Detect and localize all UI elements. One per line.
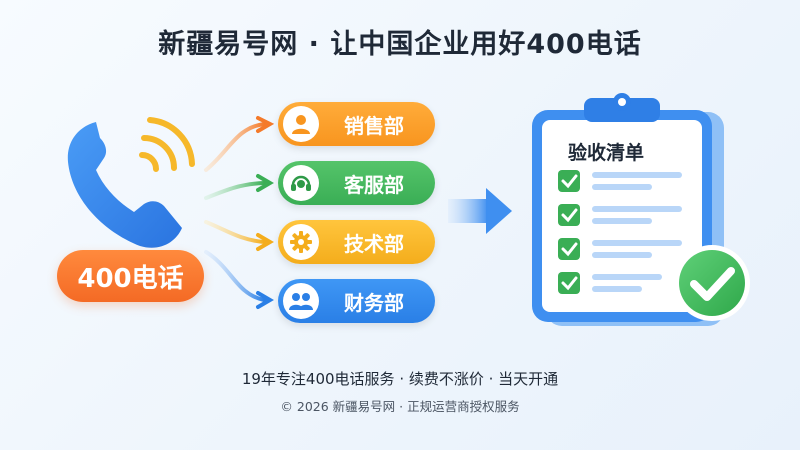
department-finance: 财务部: [278, 279, 435, 323]
checklist-rows: [558, 170, 682, 294]
department-label: 销售部: [344, 113, 404, 138]
checklist-title: 验收清单: [567, 142, 644, 164]
department-service: 客服部: [278, 161, 435, 205]
hotline-badge: 400电话: [57, 250, 204, 302]
approved-check-icon: [674, 245, 750, 321]
headset-icon: [283, 165, 319, 201]
page-title: 新疆易号网 · 让中国企业用好400电话: [158, 29, 642, 60]
phone-icon: [67, 122, 182, 248]
routing-arrows: [204, 116, 275, 309]
checklist-row: [558, 272, 662, 294]
gear-icon: [283, 224, 319, 260]
department-sales: 销售部: [278, 102, 435, 146]
copyright: © 2026 新疆易号网 · 正规运营商授权服务: [280, 399, 520, 414]
big-arrow-icon: [448, 188, 512, 234]
department-label: 财务部: [344, 290, 404, 315]
department-label: 客服部: [344, 172, 404, 197]
department-label: 技术部: [344, 231, 404, 256]
person-icon: [283, 106, 319, 142]
signal-waves-icon: [139, 117, 195, 172]
checklist-row: [558, 204, 682, 226]
checklist-row: [558, 170, 682, 192]
group-icon: [283, 283, 319, 319]
tagline: 19年专注400电话服务 · 续费不涨价 · 当天开通: [241, 370, 559, 388]
checklist-row: [558, 238, 682, 260]
department-tech: 技术部: [278, 220, 435, 264]
